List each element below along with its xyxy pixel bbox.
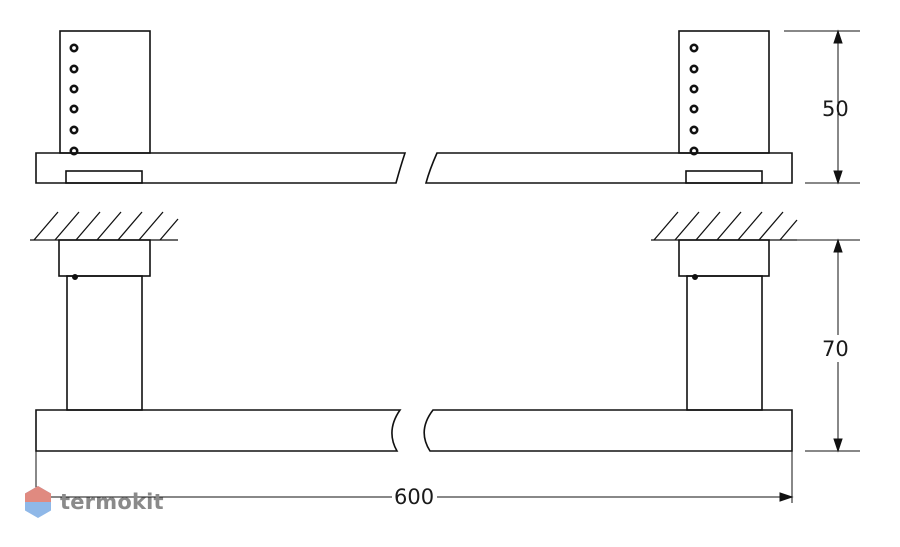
top-left-slot <box>65 170 143 184</box>
top-left-screw-holes <box>69 43 79 156</box>
watermark-text: termokit <box>60 490 164 514</box>
top-bar-right-segment <box>424 152 793 184</box>
side-left-wall-block <box>58 239 151 277</box>
hexagon-logo-icon <box>25 486 51 518</box>
top-right-screw-holes <box>689 43 699 156</box>
watermark: termokit <box>24 484 164 520</box>
wall-hatch-left <box>30 211 179 241</box>
side-view <box>30 211 798 452</box>
top-bar-left-segment <box>35 152 407 184</box>
top-view <box>35 30 793 184</box>
dimension-label-600: 600 <box>394 485 434 509</box>
dimension-label-70: 70 <box>822 337 849 361</box>
top-right-slot <box>685 170 763 184</box>
side-bar-left-segment <box>35 409 402 452</box>
side-left-post <box>66 275 143 411</box>
side-right-post <box>686 275 763 411</box>
wall-hatch-right <box>651 211 798 241</box>
side-right-wall-block <box>678 239 770 277</box>
dimension-lines <box>34 29 860 503</box>
side-bar-right-segment <box>423 409 793 452</box>
dimension-label-50: 50 <box>822 97 849 121</box>
